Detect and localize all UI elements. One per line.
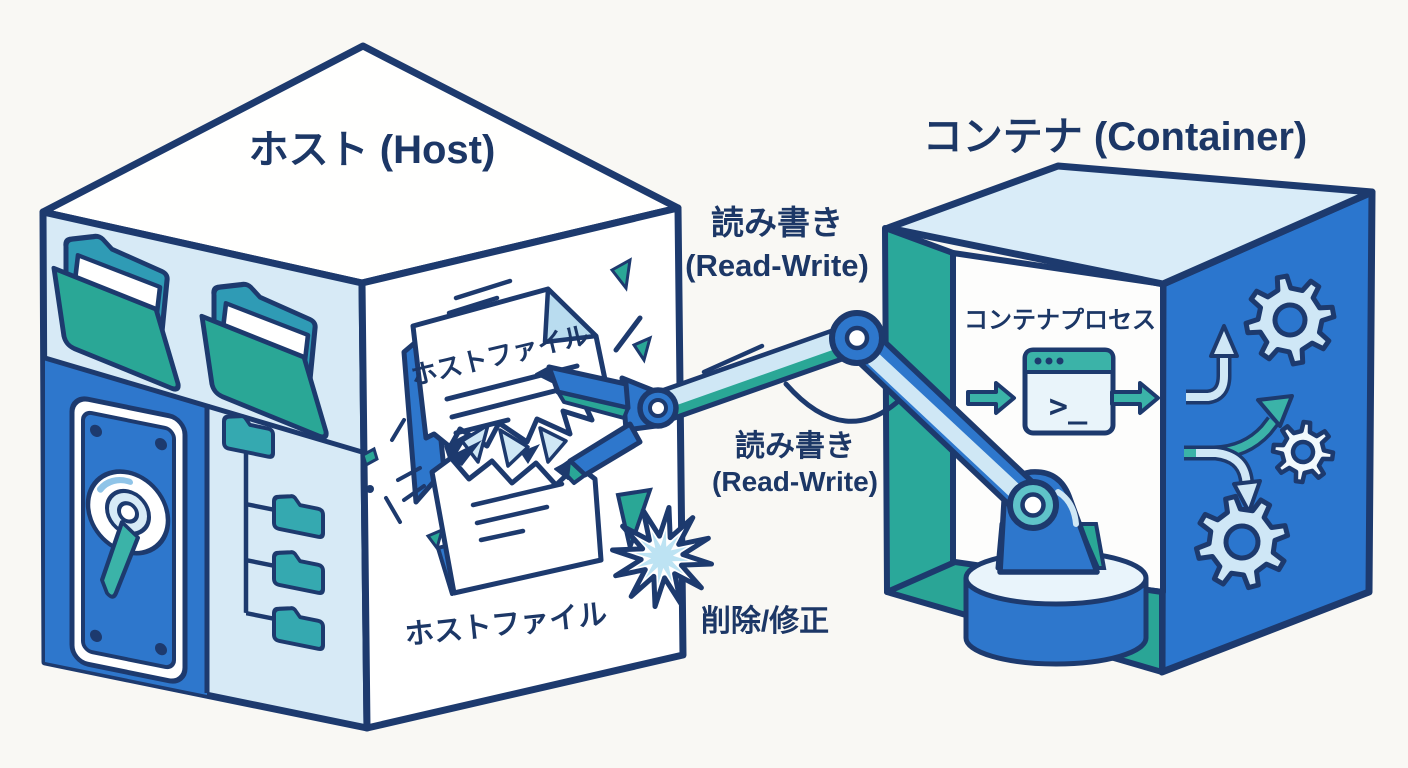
container-box: コンテナプロセス >_ xyxy=(882,162,1376,676)
container-process-label: コンテナプロセス xyxy=(964,307,1156,334)
document-crack-shards xyxy=(460,423,568,468)
read-write-mid-jp: 読み書き xyxy=(735,429,855,463)
crack-lightning xyxy=(444,432,482,466)
robot-shoulder-highlight xyxy=(1055,489,1079,527)
crack-lightning xyxy=(520,444,540,464)
robot-upper-arm-highlight xyxy=(850,336,1036,512)
left-face-divider-h xyxy=(44,355,363,455)
robot-forearm-highlight xyxy=(654,326,858,411)
document-bottom-piece xyxy=(429,455,604,596)
torn-document-icon: ホストファイル xyxy=(361,257,653,596)
arrow-right-icon xyxy=(966,381,1016,415)
delete-modify-label: 削除/修正 xyxy=(701,604,829,638)
host-title: ホスト (Host) xyxy=(249,128,496,172)
gear-icon xyxy=(1243,273,1337,367)
robot-wrist-hole xyxy=(648,398,668,418)
motion-arc xyxy=(783,381,907,424)
terminal-prompt: >_ xyxy=(1049,387,1088,425)
read-write-top-en: (Read-Write) xyxy=(685,248,869,283)
container-top-face xyxy=(884,162,1376,288)
document-dog-ear xyxy=(542,286,599,345)
hdd-icon xyxy=(69,396,188,684)
robot-arm-icon xyxy=(535,310,1149,667)
read-write-top-jp: 読み書き xyxy=(711,204,843,241)
debris xyxy=(361,257,653,556)
gear-icon xyxy=(1270,419,1336,485)
flow-arrows-icon xyxy=(1184,324,1294,514)
gear-icon xyxy=(1193,493,1291,591)
read-write-mid-en: (Read-Write) xyxy=(712,466,878,497)
arrow-right-icon xyxy=(1110,381,1160,415)
robot-shoulder-hole xyxy=(1020,492,1046,518)
robot-elbow-hole xyxy=(844,325,870,351)
terminal-icon: >_ xyxy=(1022,347,1116,436)
folder-tree-icon xyxy=(224,412,323,649)
burst-icon xyxy=(609,504,715,610)
container-title: コンテナ (Container) xyxy=(923,115,1307,159)
